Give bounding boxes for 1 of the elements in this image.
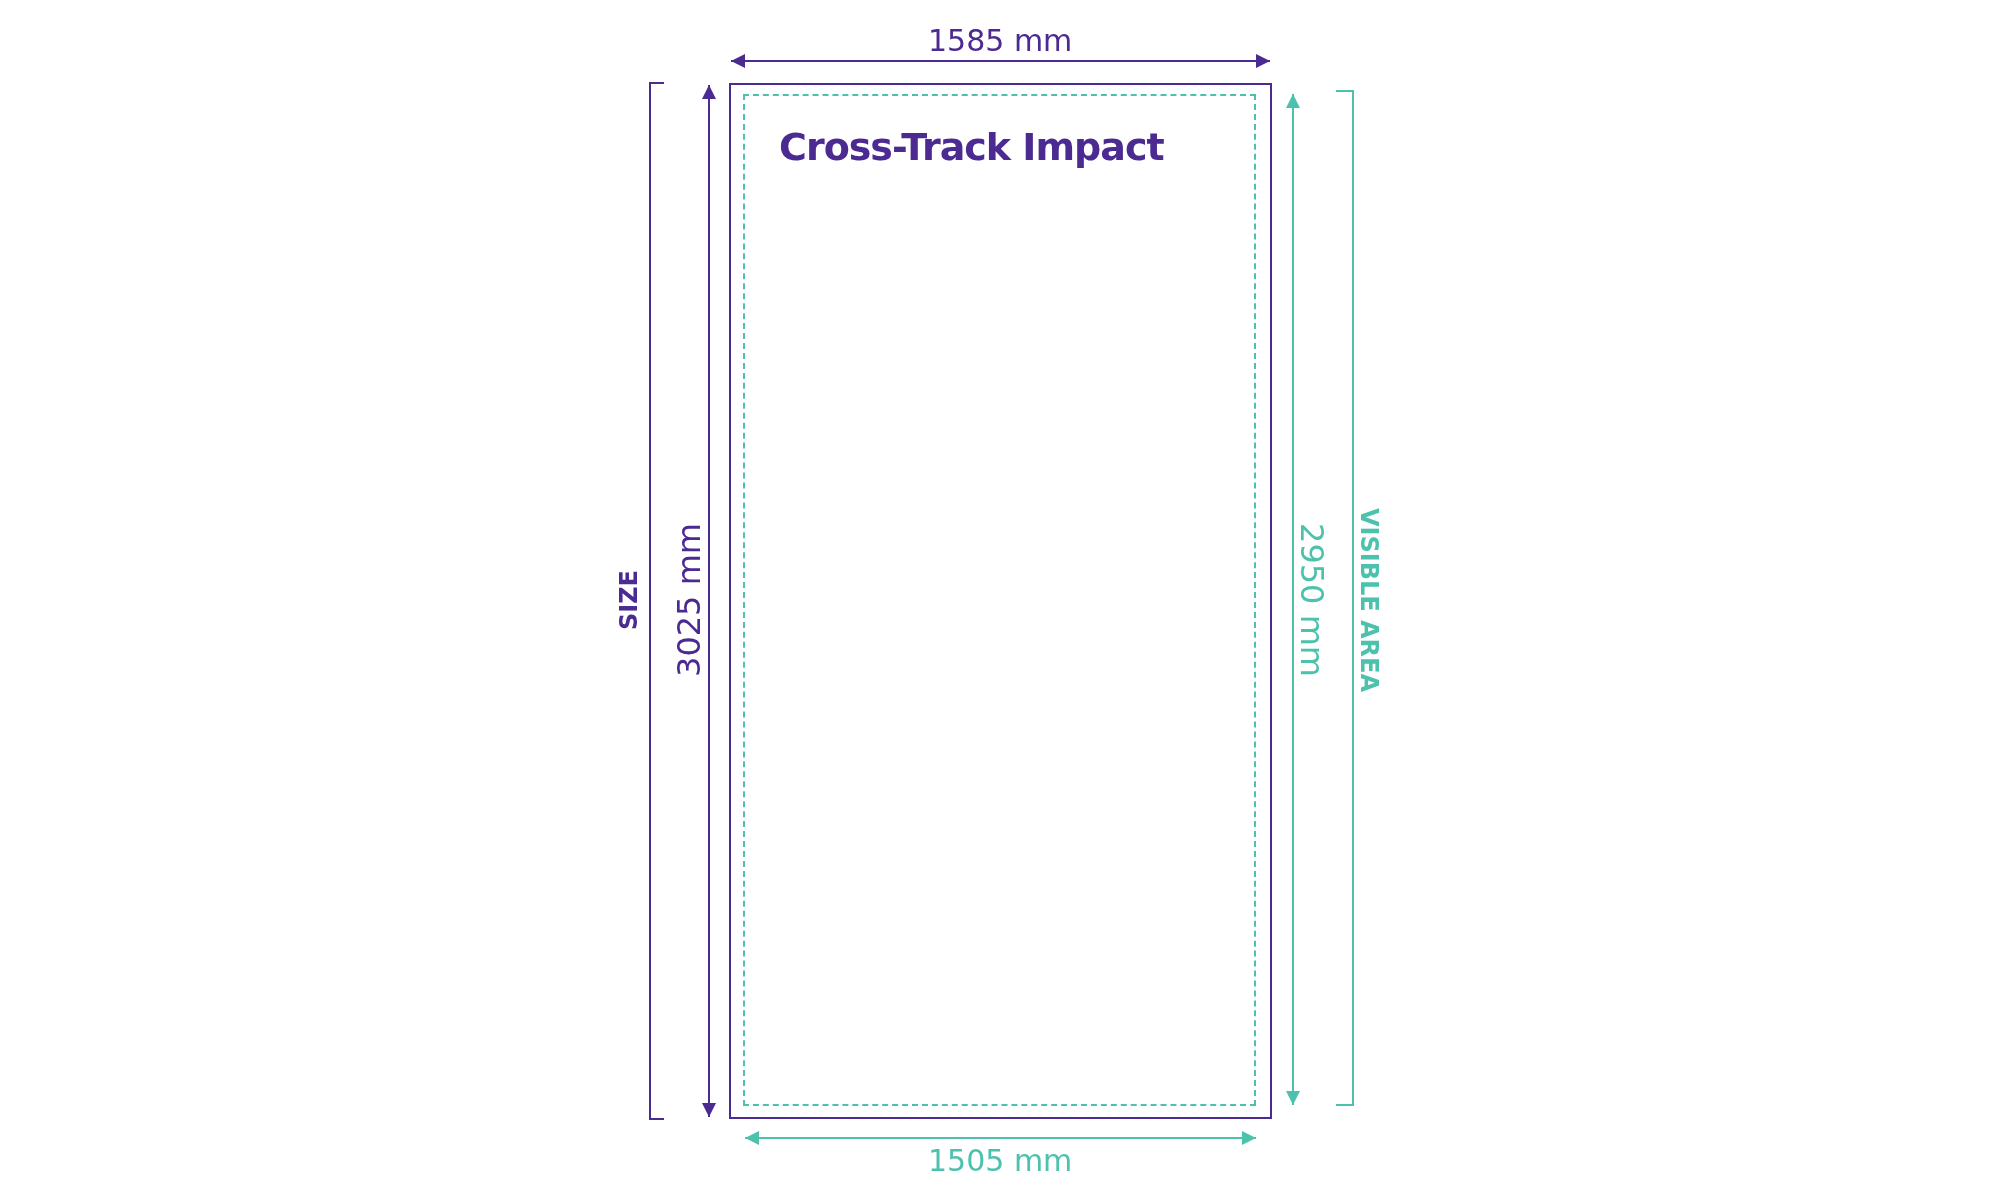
panel-heading: Cross-Track Impact xyxy=(779,125,1164,169)
